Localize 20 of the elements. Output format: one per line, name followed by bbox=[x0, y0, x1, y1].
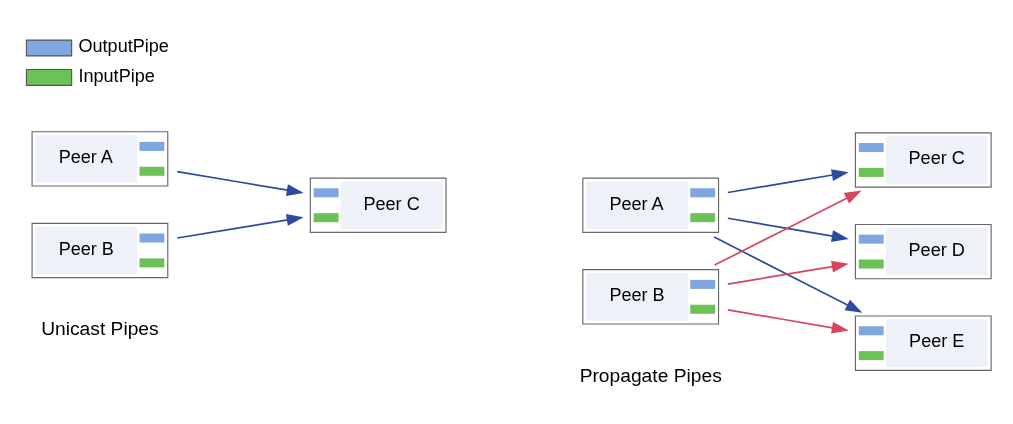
legend-label: InputPipe bbox=[78, 65, 155, 86]
node-box: Peer D bbox=[854, 223, 992, 280]
node-box: Peer C bbox=[854, 132, 992, 188]
node-box: Peer A bbox=[31, 131, 169, 187]
legend-label: OutputPipe bbox=[78, 36, 169, 57]
label: Propagate Pipes bbox=[579, 364, 722, 386]
arrow bbox=[713, 190, 862, 266]
arrow bbox=[727, 260, 849, 285]
label: Unicast Pipes bbox=[41, 318, 159, 340]
node-box: Peer B bbox=[31, 222, 169, 279]
arrow bbox=[176, 214, 304, 239]
node-box: Peer C bbox=[309, 177, 447, 233]
node-box: Peer A bbox=[582, 177, 720, 233]
node-box: Peer E bbox=[854, 315, 992, 371]
arrow bbox=[713, 236, 863, 313]
arrow bbox=[727, 169, 849, 194]
node-box: Peer B bbox=[582, 269, 720, 325]
arrow bbox=[176, 170, 304, 196]
arrow bbox=[727, 309, 849, 334]
arrow bbox=[727, 217, 849, 242]
